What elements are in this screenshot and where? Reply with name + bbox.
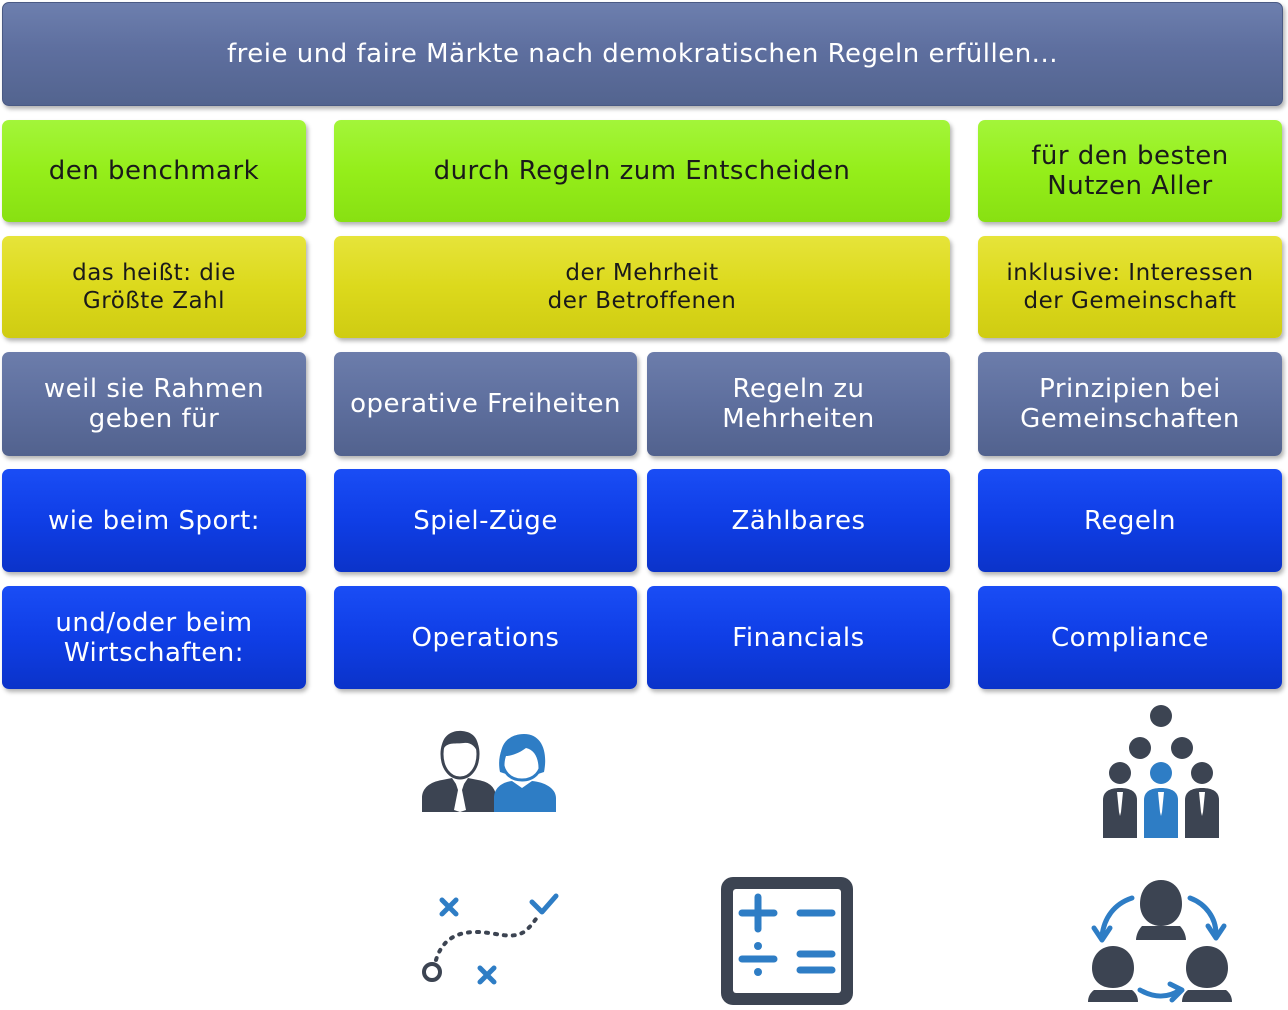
decision-rules-box: durch Regeln zum Entscheiden <box>334 120 950 222</box>
operative-freedoms-box: operative Freiheiten <box>334 352 637 456</box>
group-hierarchy-icon <box>1103 705 1219 838</box>
countable-box: Zählbares <box>647 469 950 572</box>
framework-box: weil sie Rahmen geben für <box>2 352 306 456</box>
business-label-box: und/oder beim Wirtschaften: <box>2 586 306 689</box>
largest-number-box: das heißt: die Größte Zahl <box>2 236 306 338</box>
page-title: freie und faire Märkte nach demokratisch… <box>2 2 1283 106</box>
financials-box: Financials <box>647 586 950 689</box>
common-good-box: für den besten Nutzen Aller <box>978 120 1282 222</box>
community-principles-box: Prinzipien bei Gemeinschaften <box>978 352 1282 456</box>
two-people-icon <box>422 730 556 812</box>
calculator-icon <box>721 877 853 1005</box>
sport-label-box: wie beim Sport: <box>2 469 306 572</box>
compliance-box: Compliance <box>978 586 1282 689</box>
community-interests-box: inklusive: Interessen der Gemeinschaft <box>978 236 1282 338</box>
majority-rules-box: Regeln zu Mehrheiten <box>647 352 950 456</box>
majority-box: der Mehrheit der Betroffenen <box>334 236 950 338</box>
strategy-path-icon <box>422 893 559 985</box>
collaboration-cycle-icon <box>1088 880 1232 1003</box>
benchmark-box: den benchmark <box>2 120 306 222</box>
rules-box: Regeln <box>978 469 1282 572</box>
game-moves-box: Spiel-Züge <box>334 469 637 572</box>
operations-box: Operations <box>334 586 637 689</box>
